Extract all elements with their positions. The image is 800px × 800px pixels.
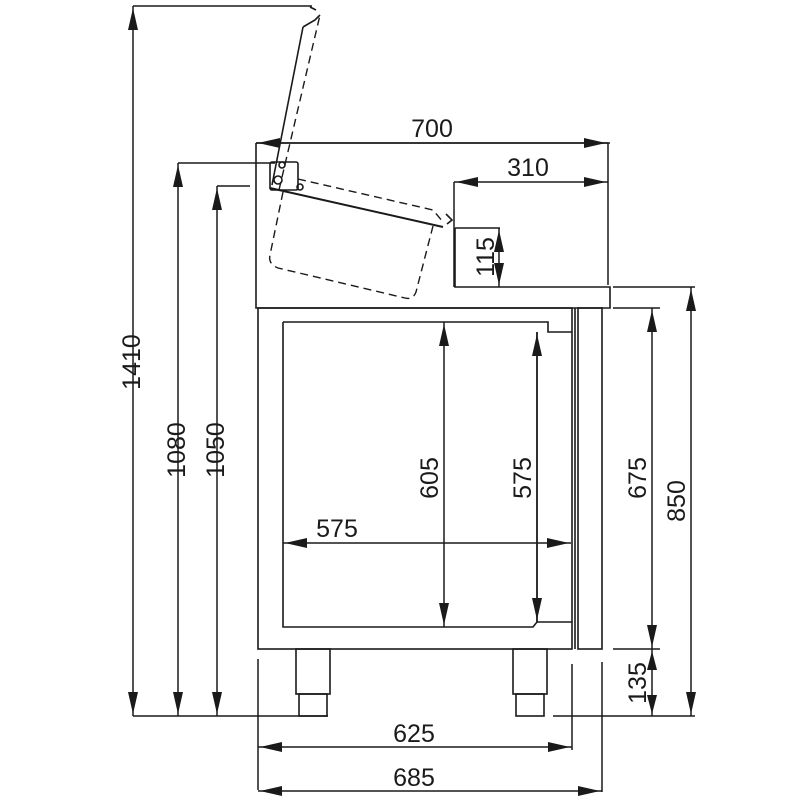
dim-label-1410: 1410 bbox=[118, 334, 146, 390]
interior-top bbox=[283, 321, 572, 333]
top-housing-outline bbox=[255, 143, 611, 309]
dim-1080: 1080 bbox=[163, 162, 275, 716]
dim-label-310: 310 bbox=[507, 154, 549, 182]
cabinet-outline bbox=[257, 307, 573, 650]
dim-625: 625 bbox=[257, 659, 573, 790]
hinge-screw bbox=[296, 183, 304, 191]
leg-left bbox=[295, 648, 331, 695]
dim-675: 675 bbox=[613, 307, 660, 650]
dim-685: 685 bbox=[258, 662, 603, 796]
foot-left bbox=[298, 693, 328, 717]
cabinet bbox=[257, 307, 603, 717]
dim-115: 115 bbox=[455, 227, 504, 287]
dim-1410: 1410 bbox=[118, 5, 312, 716]
dim-label-575-horizontal: 575 bbox=[316, 515, 358, 543]
dim-label-625: 625 bbox=[393, 720, 435, 748]
interior-outline bbox=[282, 322, 572, 628]
dim-label-850: 850 bbox=[663, 480, 691, 522]
dim-575-vertical: 575 bbox=[509, 332, 542, 622]
lid-latch bbox=[445, 213, 454, 225]
dim-1050: 1050 bbox=[202, 185, 250, 716]
dim-label-575-vertical: 575 bbox=[509, 457, 537, 499]
dim-label-605: 605 bbox=[416, 457, 444, 499]
hinge-pin-top bbox=[278, 161, 286, 169]
dim-label-700: 700 bbox=[411, 115, 453, 143]
open-lid bbox=[271, 6, 321, 191]
dim-850: 850 bbox=[613, 286, 696, 716]
door bbox=[577, 307, 603, 650]
lid-inner-edge bbox=[271, 26, 304, 186]
dim-label-135: 135 bbox=[624, 662, 652, 704]
lid-dashed-edge bbox=[278, 14, 321, 191]
dim-label-1080: 1080 bbox=[163, 422, 191, 478]
hinge-pin bbox=[273, 175, 283, 185]
hinge bbox=[269, 161, 304, 191]
dim-575-horizontal: 575 bbox=[283, 515, 571, 548]
foot-right bbox=[515, 693, 545, 717]
lid-handle bbox=[302, 14, 321, 28]
dim-310: 310 bbox=[453, 154, 608, 287]
dim-700: 700 bbox=[256, 115, 609, 285]
dim-label-115: 115 bbox=[472, 237, 500, 277]
dim-605: 605 bbox=[416, 322, 449, 627]
closed-lid-line bbox=[269, 187, 444, 228]
closed-lid-dashed bbox=[297, 178, 444, 223]
dim-label-1050: 1050 bbox=[202, 422, 230, 478]
dim-label-685: 685 bbox=[393, 764, 435, 792]
gn-pan-dashed bbox=[268, 191, 434, 300]
dim-label-675: 675 bbox=[624, 457, 652, 499]
top-unit bbox=[255, 6, 611, 309]
dim-135: 135 bbox=[624, 649, 657, 716]
leg-right bbox=[512, 648, 548, 695]
lid-tip bbox=[309, 6, 317, 11]
